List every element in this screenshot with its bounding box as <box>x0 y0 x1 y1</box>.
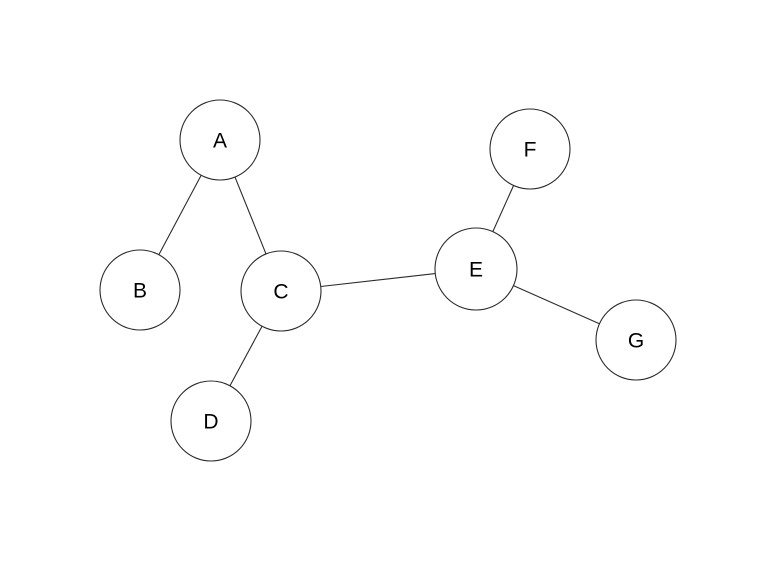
graph-edge-c-d <box>229 325 263 387</box>
graph-node-circle-c[interactable] <box>240 250 322 332</box>
graph-node-f[interactable]: F <box>489 108 571 190</box>
graph-edge-a-c <box>234 176 267 255</box>
graph-node-circle-f[interactable] <box>489 108 571 190</box>
graph-node-circle-g[interactable] <box>595 299 677 381</box>
graph-node-label-b: B <box>133 280 147 303</box>
graph-node-circle-a[interactable] <box>179 99 261 181</box>
graph-edge-c-e <box>320 273 436 288</box>
graph-node-label-a: A <box>213 130 227 153</box>
graph-node-g[interactable]: G <box>595 299 677 381</box>
edge-layer <box>158 174 600 387</box>
graph-edge-e-g <box>512 285 600 325</box>
graph-node-label-g: G <box>628 330 644 353</box>
graph-node-circle-e[interactable] <box>434 227 518 311</box>
graph-node-b[interactable]: B <box>99 249 181 331</box>
graph-node-circle-d[interactable] <box>170 380 252 462</box>
graph-node-a[interactable]: A <box>179 99 261 181</box>
graph-node-label-c: C <box>273 281 288 304</box>
graph-edge-a-b <box>158 174 202 256</box>
graph-node-label-f: F <box>524 139 537 162</box>
graph-node-e[interactable]: E <box>434 227 518 311</box>
graph-node-d[interactable]: D <box>170 380 252 462</box>
graph-node-c[interactable]: C <box>240 250 322 332</box>
graph-node-label-d: D <box>203 411 218 434</box>
node-layer: A B C D E F G <box>99 99 677 462</box>
graph-node-circle-b[interactable] <box>99 249 181 331</box>
graph-edge-e-f <box>492 184 515 233</box>
graph-node-label-e: E <box>469 259 483 282</box>
